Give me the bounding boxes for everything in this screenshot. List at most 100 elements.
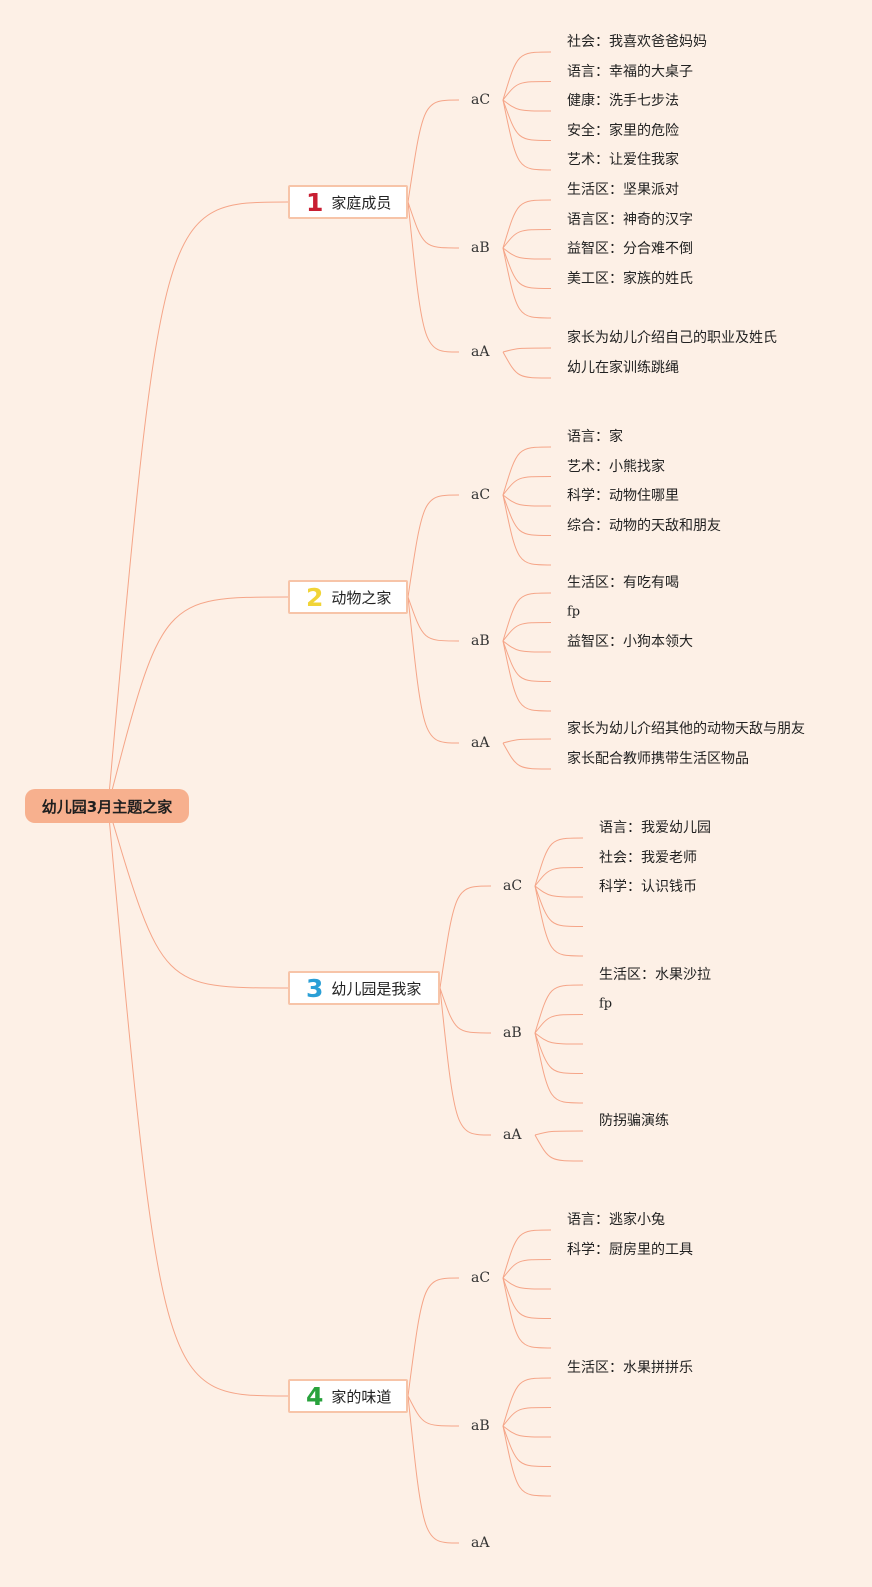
root-connector	[107, 805, 289, 1397]
group-code-label[interactable]: aC	[471, 92, 491, 108]
topic-connector	[439, 987, 492, 1136]
leaf-connector	[502, 1425, 552, 1438]
leaf-node[interactable]: 科学：认识钱币	[599, 879, 697, 895]
leaf-node[interactable]: fp	[599, 996, 613, 1011]
topic-number: 1	[306, 187, 324, 217]
leaf-node[interactable]: 美工区：家族的姓氏	[567, 270, 693, 287]
leaf-connector	[502, 1425, 552, 1497]
leaf-node[interactable]: 家长为幼儿介绍其他的动物天敌与朋友	[567, 721, 805, 737]
leaf-connector	[534, 885, 584, 898]
topic-connector	[407, 99, 460, 203]
leaf-node[interactable]: 科学：厨房里的工具	[567, 1241, 693, 1258]
leaf-node[interactable]: 幼儿在家训练跳绳	[567, 360, 679, 376]
leaf-node[interactable]: 生活区：有吃有喝	[567, 575, 679, 591]
leaf-connector	[534, 867, 584, 887]
leaf-node[interactable]: 语言：我爱幼儿园	[599, 820, 711, 836]
group-code-label[interactable]: aB	[471, 1418, 490, 1434]
group-code-label[interactable]: aA	[471, 1535, 490, 1551]
leaf-node[interactable]: 语言区：神奇的汉字	[567, 211, 693, 228]
leaf-connector	[502, 1277, 552, 1319]
group-code-label[interactable]: aB	[471, 240, 490, 256]
leaf-node[interactable]: 社会：我喜欢爸爸妈妈	[567, 34, 707, 50]
leaf-connector	[534, 885, 584, 927]
group-code-label[interactable]: aA	[471, 344, 490, 360]
leaf-node[interactable]: fp	[567, 604, 581, 619]
leaf-connector	[502, 99, 552, 141]
leaf-connector	[502, 446, 552, 496]
topic-connector	[407, 494, 460, 598]
leaf-node[interactable]: 生活区：水果沙拉	[599, 967, 711, 983]
root-topic[interactable]: 幼儿园3月主题之家	[25, 789, 189, 823]
topic-title: 幼儿园是我家	[331, 979, 422, 998]
leaf-node[interactable]: 益智区：小狗本领大	[567, 634, 693, 650]
leaf-connector	[534, 1134, 584, 1162]
leaf-connector	[534, 1014, 584, 1034]
leaf-connector	[502, 351, 552, 379]
leaf-node[interactable]: 益智区：分合难不倒	[567, 241, 693, 257]
leaf-connector	[502, 1377, 552, 1427]
leaf-connector	[502, 1277, 552, 1349]
group-code-label[interactable]: aB	[503, 1025, 522, 1041]
leaf-connector	[502, 738, 552, 744]
group-code-label[interactable]: aC	[503, 878, 523, 894]
topic-node[interactable]: 4 家的味道	[288, 1379, 408, 1413]
topic-node[interactable]: 3 幼儿园是我家	[288, 971, 440, 1005]
topic-connector	[407, 201, 460, 353]
leaf-connector	[502, 640, 552, 653]
leaf-connector	[502, 247, 552, 289]
group-code-label[interactable]: aA	[503, 1127, 522, 1143]
leaf-connector	[534, 1032, 584, 1104]
leaf-connector	[502, 494, 552, 566]
leaf-connector	[502, 247, 552, 319]
topic-number: 3	[306, 973, 324, 1003]
leaf-connector	[534, 885, 584, 957]
leaf-connector	[502, 247, 552, 260]
leaf-connector	[502, 1277, 552, 1290]
leaf-node[interactable]: 语言：逃家小兔	[567, 1212, 665, 1228]
leaf-node[interactable]: 综合：动物的天敌和朋友	[567, 517, 721, 534]
leaf-node[interactable]: 语言：幸福的大桌子	[567, 63, 693, 80]
leaf-node[interactable]: 防拐骗演练	[599, 1113, 669, 1129]
topic-connector	[407, 1277, 460, 1397]
topic-number: 2	[306, 582, 324, 612]
leaf-node[interactable]: 生活区：坚果派对	[567, 182, 679, 198]
leaf-connector	[502, 99, 552, 112]
root-topic-label: 幼儿园3月主题之家	[41, 797, 173, 816]
topic-connector	[439, 987, 492, 1034]
group-code-label[interactable]: aA	[471, 735, 490, 751]
leaf-node[interactable]: 健康：洗手七步法	[567, 93, 679, 109]
leaf-connector	[502, 1229, 552, 1279]
leaf-connector	[502, 347, 552, 353]
leaf-node[interactable]: 家长配合教师携带生活区物品	[567, 751, 749, 767]
leaf-connector	[534, 837, 584, 887]
leaf-connector	[534, 984, 584, 1034]
topic-connector	[407, 201, 460, 249]
leaf-connector	[502, 494, 552, 507]
leaf-connector	[502, 640, 552, 712]
leaf-node[interactable]: 艺术：小熊找家	[567, 458, 665, 475]
leaf-node[interactable]: 生活区：水果拼拼乐	[567, 1360, 693, 1376]
topic-number: 4	[306, 1381, 324, 1411]
root-connector	[107, 596, 289, 807]
leaf-connector	[502, 640, 552, 682]
leaf-connector	[502, 742, 552, 770]
leaf-node[interactable]: 艺术：让爱住我家	[567, 152, 679, 168]
topic-connector	[407, 596, 460, 744]
leaf-connector	[534, 1032, 584, 1074]
group-code-label[interactable]: aC	[471, 487, 491, 503]
leaf-node[interactable]: 社会：我爱老师	[599, 849, 697, 866]
leaf-node[interactable]: 安全：家里的危险	[567, 122, 679, 139]
group-code-label[interactable]: aC	[471, 1270, 491, 1286]
leaf-connector	[502, 1425, 552, 1467]
group-code-label[interactable]: aB	[471, 633, 490, 649]
topic-connector	[407, 1395, 460, 1427]
leaf-node[interactable]: 语言：家	[567, 429, 623, 445]
leaf-connector	[502, 622, 552, 642]
leaf-connector	[502, 592, 552, 642]
leaf-node[interactable]: 科学：动物住哪里	[567, 488, 679, 504]
topic-title: 家的味道	[331, 1387, 392, 1406]
leaf-node[interactable]: 家长为幼儿介绍自己的职业及姓氏	[567, 330, 777, 346]
